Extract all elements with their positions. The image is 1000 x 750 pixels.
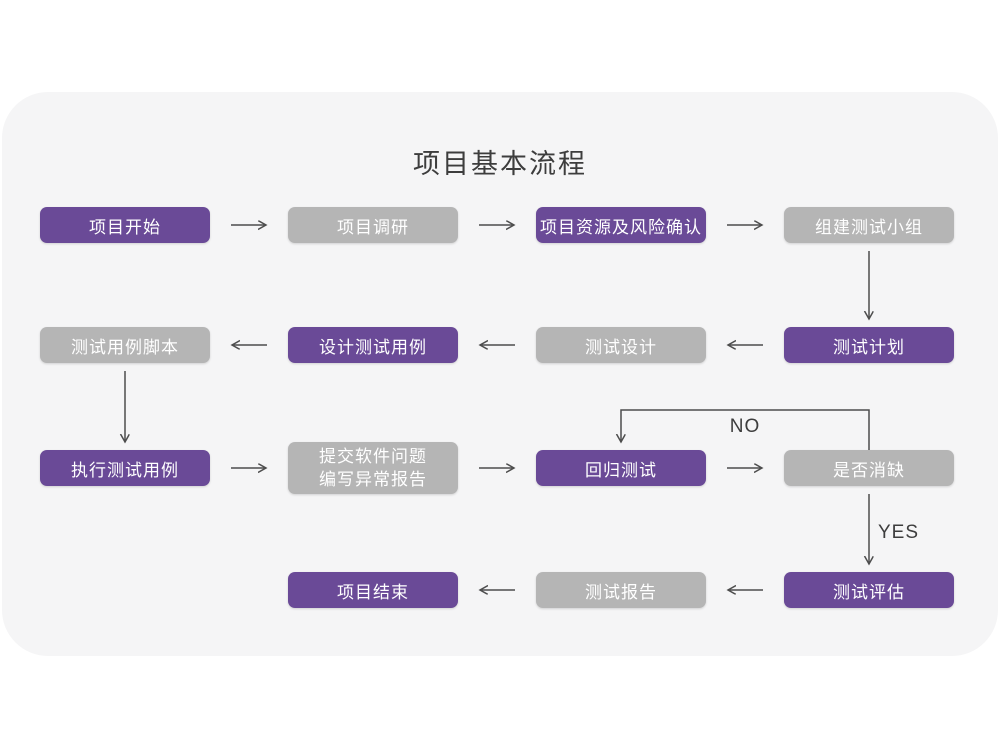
node-project-start: 项目开始 [40,207,210,243]
diagram-title: 项目基本流程 [413,149,587,179]
edge-label-yes: YES [878,522,920,543]
node-design-test-case: 设计测试用例 [288,327,458,363]
node-build-test-team: 组建测试小组 [784,207,954,243]
flowchart-card-background [2,92,998,656]
node-regression-test: 回归测试 [536,450,706,486]
node-test-evaluation: 测试评估 [784,572,954,608]
node-submit-issue-report: 提交软件问题 编写异常报告 [288,442,458,494]
node-test-plan: 测试计划 [784,327,954,363]
node-defect-resolved: 是否消缺 [784,450,954,486]
node-test-report: 测试报告 [536,572,706,608]
node-test-case-script: 测试用例脚本 [40,327,210,363]
node-execute-test-case: 执行测试用例 [40,450,210,486]
node-project-research: 项目调研 [288,207,458,243]
edge-label-no: NO [729,416,761,437]
node-project-end: 项目结束 [288,572,458,608]
node-resource-risk-confirm: 项目资源及风险确认 [536,207,706,243]
node-test-design: 测试设计 [536,327,706,363]
